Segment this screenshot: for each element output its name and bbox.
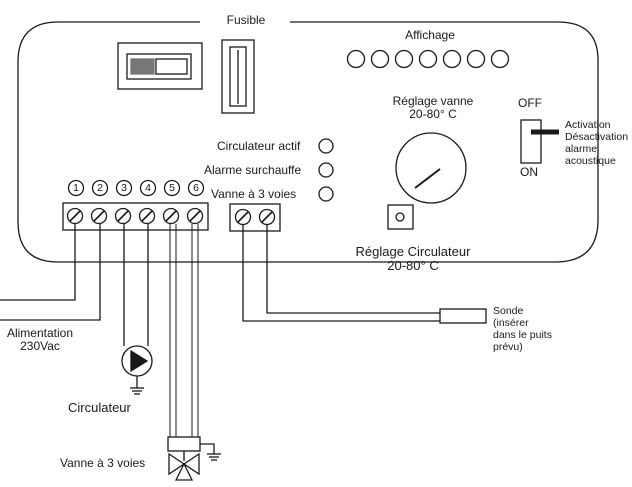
terminal-block-main bbox=[62, 202, 209, 231]
led-alarme-surchauffe bbox=[318, 162, 334, 178]
valve-adjust-range: 20-80° C bbox=[409, 107, 457, 121]
valve-actuator bbox=[167, 436, 201, 452]
probe-label-line-1: Sonde bbox=[493, 305, 524, 317]
three-way-valve-symbol bbox=[168, 452, 200, 481]
led-circulateur-actif bbox=[318, 138, 334, 154]
terminal-number-2: 2 bbox=[97, 182, 103, 194]
alarm-switch-line-1: Activation bbox=[565, 119, 611, 131]
terminal-number-6: 6 bbox=[193, 182, 199, 194]
circulator-adjust-range: 20-80° C bbox=[387, 258, 439, 273]
probe-sonde bbox=[439, 308, 487, 324]
alarm-switch bbox=[520, 119, 542, 164]
power-supply-voltage: 230Vac bbox=[20, 339, 60, 353]
wire-circulateur bbox=[123, 224, 149, 346]
terminal-number-3: 3 bbox=[121, 182, 127, 194]
wire-sonde bbox=[242, 225, 440, 322]
valve-adjust-dial bbox=[395, 132, 467, 204]
probe-label-line-4: prévu) bbox=[493, 341, 523, 353]
valve-adjust-label: Réglage vanne 20-80° C bbox=[378, 95, 488, 121]
alarm-switch-line-2: Désactivation bbox=[565, 131, 629, 143]
power-supply-label: Alimentation 230Vac bbox=[0, 327, 80, 353]
display-label: Affichage bbox=[405, 28, 455, 42]
terminal-number-4: 4 bbox=[145, 182, 151, 194]
led-vanne-label: Vanne à 3 voies bbox=[211, 187, 297, 201]
circulator-adjust-title: Réglage Circulateur bbox=[355, 244, 471, 259]
fuse-holder bbox=[221, 39, 255, 114]
probe-label-line-3: dans le puits bbox=[493, 329, 552, 341]
switch-off-label: OFF bbox=[518, 96, 542, 110]
display-leds bbox=[346, 49, 510, 69]
alarm-switch-line-3: alarme bbox=[565, 143, 598, 155]
power-supply-title: Alimentation bbox=[6, 326, 74, 340]
probe-label: Sonde (insérer dans le puits prévu) bbox=[493, 305, 552, 353]
terminal-number-1: 1 bbox=[73, 182, 79, 194]
terminal-block-probe bbox=[229, 203, 281, 232]
alarm-switch-line-4: acoustique bbox=[565, 155, 616, 167]
probe-label-line-2: (insérer bbox=[493, 317, 529, 329]
control-box-outline bbox=[17, 21, 599, 263]
fuse-label: Fusible bbox=[226, 13, 266, 27]
alarm-switch-label: Activation Désactivation alarme acoustiq… bbox=[565, 119, 628, 167]
terminal-number-5: 5 bbox=[169, 182, 175, 194]
circulator-label: Circulateur bbox=[68, 400, 131, 415]
led-alarme-surchauffe-label: Alarme surchauffe bbox=[204, 163, 302, 177]
wire-alimentation bbox=[0, 224, 101, 321]
terminal-number-circles bbox=[67, 179, 205, 197]
circulator-adjust-label: Réglage Circulateur 20-80° C bbox=[338, 245, 488, 273]
three-way-valve-label: Vanne à 3 voies bbox=[60, 456, 146, 470]
led-vanne-3-voies bbox=[318, 186, 334, 202]
circulator-adjust-pot bbox=[387, 204, 414, 230]
wire-vanne bbox=[169, 224, 199, 437]
valve-adjust-title: Réglage vanne bbox=[392, 94, 474, 108]
display-module bbox=[117, 42, 203, 90]
led-circulateur-actif-label: Circulateur actif bbox=[217, 139, 301, 153]
switch-on-label: ON bbox=[520, 165, 538, 179]
